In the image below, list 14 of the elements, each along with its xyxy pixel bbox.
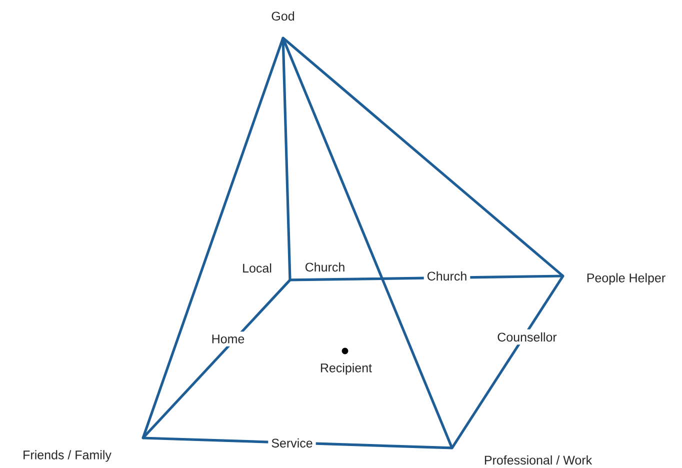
edge-line [450,274,564,450]
vertex-label: Professional / Work [484,455,592,465]
vertex-label: God [272,11,294,21]
edge-label: Home [208,332,248,346]
vertex-label: People Helper [587,273,666,285]
edge-line [142,278,292,440]
edge-line [282,36,564,278]
edge-line [142,36,284,440]
edge-label: Church [424,268,470,284]
vertex-label: Friends / Family [24,450,112,462]
edge-label: Counsellor [494,329,560,345]
vertex-label: Local Church [243,262,344,273]
edge-label: Service [268,435,316,451]
edge-line [282,36,454,450]
